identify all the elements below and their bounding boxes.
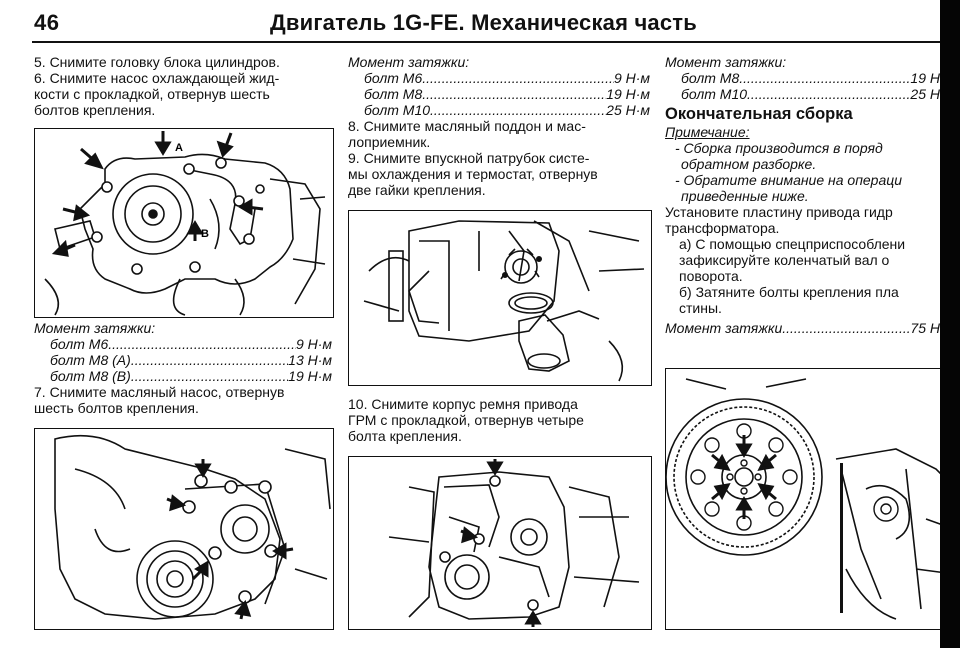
torque-label: болт М8 (А) xyxy=(50,352,131,368)
step-6-line-1: 6. Снимите насос охлаждающей жид- xyxy=(34,70,280,86)
install-line-2: трансформатора. xyxy=(665,220,780,236)
torque-row: болт М10 25 Н·м xyxy=(348,102,650,118)
torque-row: болт М6 9 Н·м xyxy=(34,336,332,352)
torque-value: 25 Н xyxy=(910,86,940,102)
final-torque-row: Момент затяжки 75 Н xyxy=(665,320,940,336)
step-10-line-1: 10. Снимите корпус ремня привода xyxy=(348,396,578,412)
step-8-line-2: лоприемник. xyxy=(348,134,431,150)
oil-pump-figure xyxy=(34,428,334,630)
torque-value: 9 Н·м xyxy=(295,336,332,352)
torque-row: болт М8 19 Н xyxy=(665,70,940,86)
note-title: Примечание: xyxy=(665,124,750,140)
torque-label: болт М6 xyxy=(50,336,109,352)
page-number: 46 xyxy=(34,10,60,35)
torque-title-2: Момент затяжки: xyxy=(348,54,470,70)
thermostat-drawing xyxy=(363,220,645,382)
torque-label: болт М8 xyxy=(681,70,740,86)
torque-row: болт М8 (В) 19 Н·м xyxy=(34,368,332,384)
sub-a-line-3: поворота. xyxy=(679,268,743,284)
column-1: 5. Снимите головку блока цилиндров. 6. С… xyxy=(34,54,332,118)
torque-row: болт М8 (А) 13 Н·м xyxy=(34,352,332,368)
step-7-line-2: шесть болтов крепления. xyxy=(34,400,199,416)
step-9-line-3: две гайки крепления. xyxy=(348,182,486,198)
torque-label: болт М8 (В) xyxy=(50,368,131,384)
header-rule xyxy=(32,41,940,43)
torque-row: болт М8 19 Н·м xyxy=(348,86,650,102)
step-10-line-3: болта крепления. xyxy=(348,428,462,444)
step-7-line-1: 7. Снимите масляный насос, отвернув xyxy=(34,384,285,400)
step-9-line-1: 9. Снимите впускной патрубок систе- xyxy=(348,150,590,166)
step-6-line-3: болтов крепления. xyxy=(34,102,156,118)
note-line-4: приведенные ниже. xyxy=(681,188,809,204)
install-line-1: Установите пластину привода гидр xyxy=(665,204,893,220)
torque-label: болт М6 xyxy=(364,70,423,86)
column-2-lower: 10. Снимите корпус ремня привода ГРМ с п… xyxy=(348,396,650,444)
step-5-text: 5. Снимите головку блока цилиндров. xyxy=(34,54,280,70)
torque-value: 13 Н·м xyxy=(288,352,332,368)
thermostat-figure xyxy=(348,210,652,386)
torque-value: 9 Н·м xyxy=(613,70,650,86)
scan-edge xyxy=(940,0,960,648)
drive-plate-figure xyxy=(665,368,956,630)
torque-row: болт М6 9 Н·м xyxy=(348,70,650,86)
water-pump-figure: A B xyxy=(34,128,334,318)
page-title: Двигатель 1G-FE. Механическая часть xyxy=(270,10,697,35)
final-torque-value: 75 Н xyxy=(910,320,940,336)
torque-value: 19 Н·м xyxy=(288,368,332,384)
torque-label: болт М10 xyxy=(364,102,431,118)
step-9-line-2: мы охлаждения и термостат, отвернув xyxy=(348,166,598,182)
step-6-line-2: кости с прокладкой, отвернув шесть xyxy=(34,86,270,102)
timing-belt-cover-figure xyxy=(348,456,652,630)
torque-value: 25 Н·м xyxy=(606,102,650,118)
torque-value: 19 Н·м xyxy=(606,86,650,102)
torque-title-3: Момент затяжки: xyxy=(665,54,787,70)
sub-b-line-2: стины. xyxy=(679,300,722,316)
note-line-2: обратном разборке. xyxy=(681,156,817,172)
step-8-line-1: 8. Снимите масляный поддон и мас- xyxy=(348,118,586,134)
torque-label: болт М8 xyxy=(364,86,423,102)
water-pump-drawing: A B xyxy=(44,131,326,316)
step-10-line-2: ГРМ с прокладкой, отвернув четыре xyxy=(348,412,584,428)
column-3: Момент затяжки: болт М8 19 Н болт М10 25 Н… xyxy=(665,54,940,336)
figure-label-a: A xyxy=(175,142,183,154)
torque-label: болт М10 xyxy=(681,86,748,102)
section-heading: Окончательная сборка xyxy=(665,105,853,123)
figure-label-b: B xyxy=(201,228,209,240)
final-torque-label: Момент затяжки xyxy=(665,320,783,336)
note-line-3: - Обратите внимание на операци xyxy=(675,172,903,188)
drive-plate-drawing xyxy=(666,378,956,620)
torque-title-1: Момент затяжки: xyxy=(34,320,156,336)
oil-pump-drawing xyxy=(54,434,331,620)
sub-a-line-2: зафиксируйте коленчатый вал о xyxy=(679,252,890,268)
sub-b-line-1: б) Затяните болты крепления пла xyxy=(679,284,899,300)
column-2: Момент затяжки: болт М6 9 Н·м болт М8 19 Н… xyxy=(348,54,650,198)
sub-a-line-1: а) С помощью спецприспособлени xyxy=(679,236,906,252)
torque-value: 19 Н xyxy=(910,70,940,86)
timing-belt-cover-drawing xyxy=(388,459,640,627)
column-1-lower: Момент затяжки: болт М6 9 Н·м болт М8 (А)… xyxy=(34,320,332,416)
note-line-1: - Сборка производится в поряд xyxy=(675,140,883,156)
torque-row: болт М10 25 Н xyxy=(665,86,940,102)
